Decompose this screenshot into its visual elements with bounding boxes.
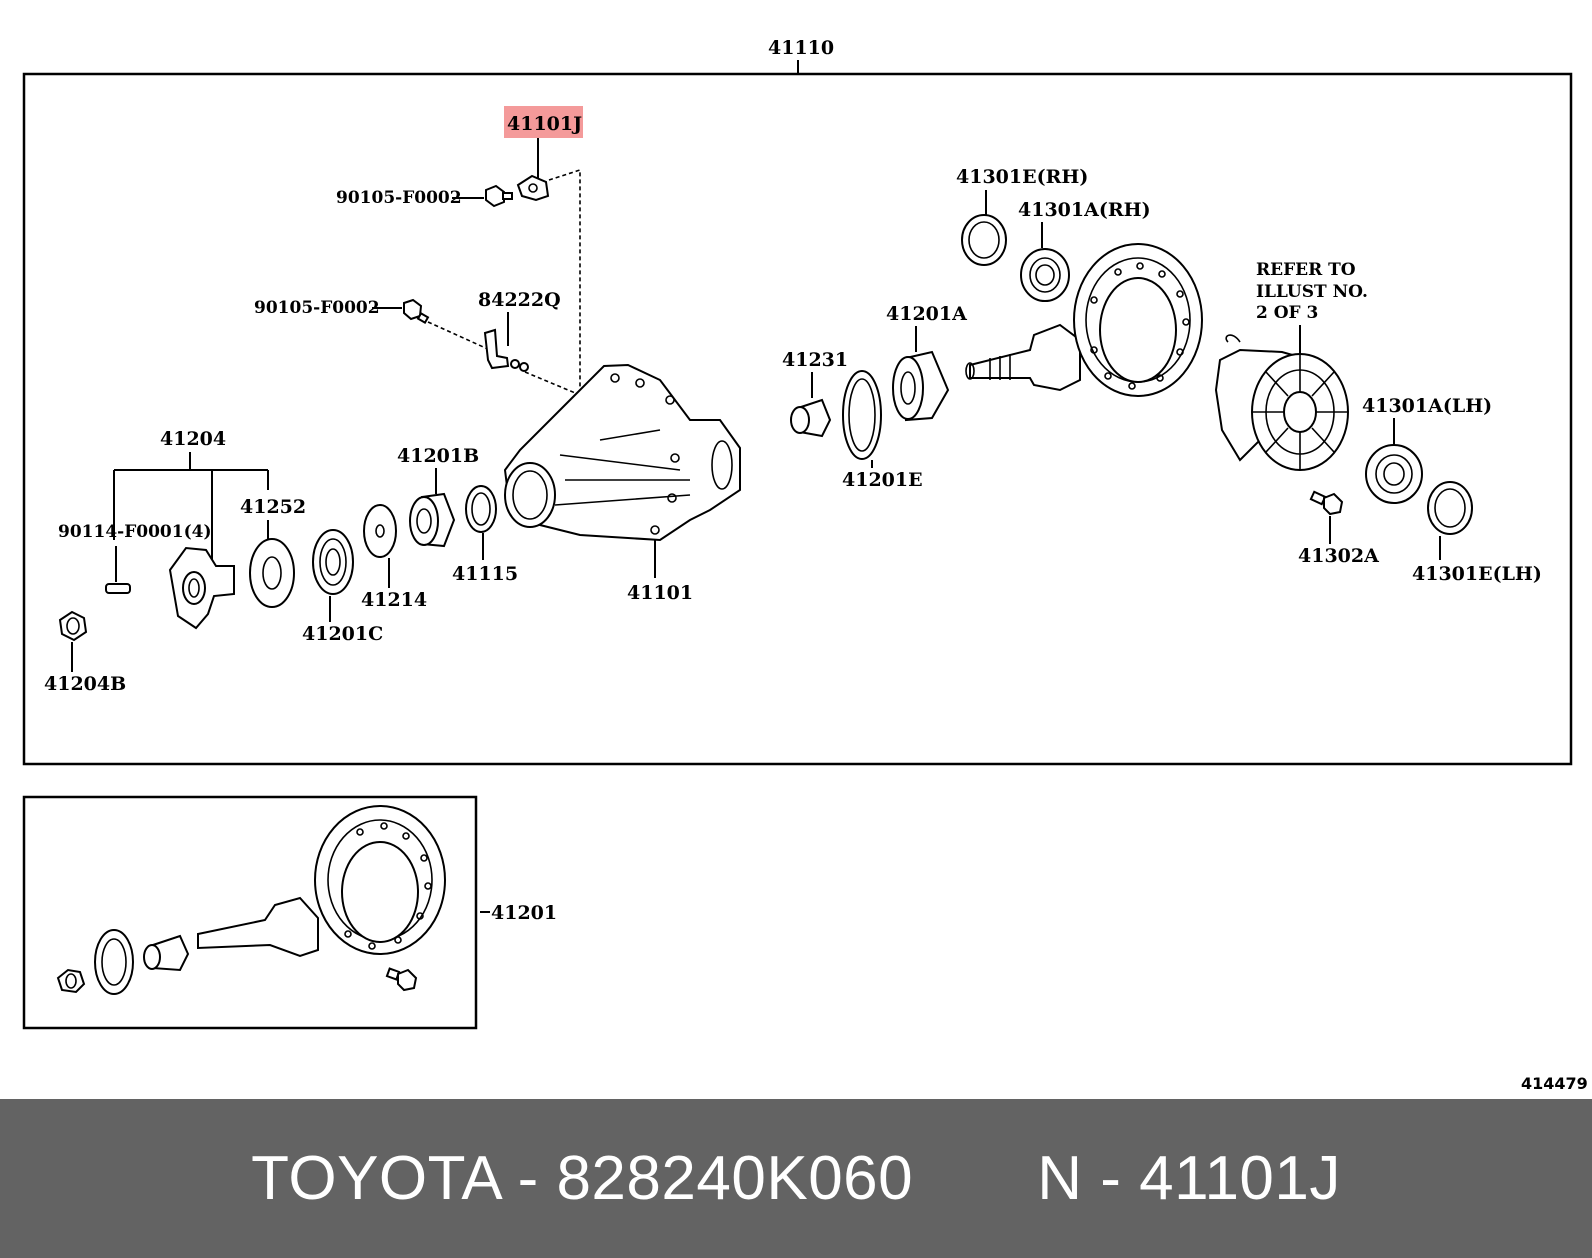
oil-seal[interactable]	[465, 485, 497, 533]
part-label-41301a-rh[interactable]: 41301A(RH)	[1018, 199, 1151, 221]
flange-nut[interactable]	[58, 610, 88, 642]
part-label-41214[interactable]: 41214	[361, 589, 427, 611]
oil-deflector[interactable]	[249, 538, 295, 608]
part-label-41201e[interactable]: 41201E	[842, 469, 923, 491]
bolt-top-icon	[485, 184, 513, 208]
part-label-41302a[interactable]: 41302A	[1298, 545, 1379, 567]
bearing-41201b[interactable]	[409, 492, 456, 548]
part-label-bolt-top[interactable]: 90105-F0002	[336, 188, 462, 208]
part-label-41201a[interactable]: 41201A	[886, 303, 967, 325]
companion-flange[interactable]	[168, 546, 235, 630]
illustration-id: 414479	[1521, 1074, 1588, 1093]
assembly-label[interactable]: 41110	[768, 37, 834, 59]
note-line-1: REFER TO	[1256, 260, 1356, 280]
breather-plug[interactable]	[483, 328, 529, 372]
ring-gear-kit-frame	[22, 795, 478, 1030]
ring-pinion-gear[interactable]	[965, 243, 1203, 397]
washer-41201e[interactable]	[842, 370, 882, 460]
part-label-84222q[interactable]: 84222Q	[478, 289, 561, 311]
collapsible-spacer[interactable]	[790, 398, 832, 438]
footer-title: TOYOTA - 828240K060 N - 41101J	[251, 1144, 1341, 1213]
part-label-41201[interactable]: 41201	[491, 902, 557, 924]
highlight-box	[504, 106, 583, 138]
part-label-41201c[interactable]: 41201C	[302, 623, 383, 645]
sensor-bracket[interactable]	[516, 174, 550, 202]
note-line-2: ILLUST NO.	[1256, 282, 1368, 302]
note-line-3: 2 OF 3	[1256, 303, 1318, 323]
part-label-41252[interactable]: 41252	[240, 496, 306, 518]
differential-carrier[interactable]	[503, 363, 741, 542]
part-label-41301a-lh[interactable]: 41301A(LH)	[1362, 395, 1492, 417]
case-bolt[interactable]	[1309, 490, 1344, 516]
ring-gear-kit[interactable]	[56, 805, 446, 995]
stud-icon	[105, 583, 131, 594]
part-label-41115[interactable]: 41115	[452, 563, 518, 585]
part-label-41101[interactable]: 41101	[627, 582, 693, 604]
footer-bar: TOYOTA - 828240K060 N - 41101J	[0, 1099, 1592, 1258]
spacer-washer[interactable]	[363, 504, 397, 558]
bolt-mid-icon	[403, 298, 430, 324]
part-label-41301e-lh[interactable]: 41301E(LH)	[1412, 563, 1542, 585]
differential-case[interactable]	[1214, 334, 1349, 471]
adjusting-shim-rh[interactable]	[961, 214, 1007, 266]
part-label-41101j[interactable]: 41101J	[507, 113, 582, 135]
part-label-bolt-mid[interactable]: 90105-F0002	[254, 298, 380, 318]
side-bearing-lh[interactable]	[1365, 444, 1423, 504]
exploded-parts-diagram: 41110 41101J 90105-F0002 90105-F0002 842…	[22, 37, 1588, 1093]
part-label-41204b[interactable]: 41204B	[44, 673, 126, 695]
bearing-41201a[interactable]	[892, 350, 950, 422]
part-label-stud[interactable]: 90114-F0001(4)	[58, 522, 212, 542]
part-label-41301e-rh[interactable]: 41301E(RH)	[956, 166, 1088, 188]
side-bearing-rh[interactable]	[1020, 248, 1070, 302]
part-label-41231[interactable]: 41231	[782, 349, 848, 371]
bearing-41201c[interactable]	[312, 529, 354, 595]
part-label-41204[interactable]: 41204	[160, 428, 226, 450]
part-label-41201b[interactable]: 41201B	[397, 445, 479, 467]
adjusting-shim-lh[interactable]	[1427, 481, 1473, 535]
